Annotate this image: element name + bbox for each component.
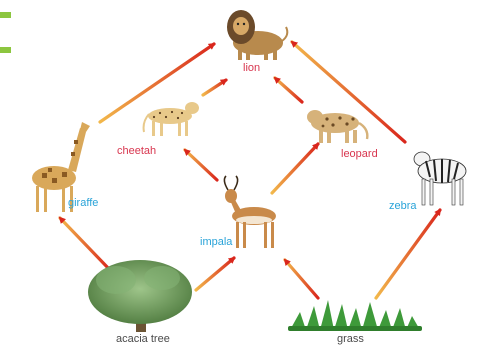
cheetah-icon <box>144 102 199 136</box>
arrow-acacia-to-giraffe <box>60 218 110 270</box>
arrow-grass-to-impala <box>285 260 318 298</box>
label-lion: lion <box>243 62 260 75</box>
grass-icon <box>288 300 422 331</box>
label-giraffe: giraffe <box>68 197 98 210</box>
arrow-grass-to-zebra <box>376 210 440 298</box>
label-grass: grass <box>337 333 364 346</box>
label-leopard: leopard <box>341 148 378 161</box>
arrow-impala-to-cheetah <box>185 150 217 180</box>
arrow-cheetah-to-lion <box>203 80 226 95</box>
label-cheetah: cheetah <box>117 145 156 158</box>
zebra-icon <box>414 152 466 205</box>
lion-icon <box>227 10 287 60</box>
arrow-leopard-to-lion <box>275 78 302 102</box>
acacia-tree-icon <box>88 260 192 332</box>
leopard-icon <box>307 110 367 143</box>
arrow-impala-to-leopard <box>272 144 318 193</box>
label-impala: impala <box>200 236 232 249</box>
arrow-acacia-to-impala <box>196 258 234 290</box>
label-acacia-tree: acacia tree <box>116 333 170 346</box>
arrow-group <box>60 42 440 298</box>
label-zebra: zebra <box>389 200 417 213</box>
